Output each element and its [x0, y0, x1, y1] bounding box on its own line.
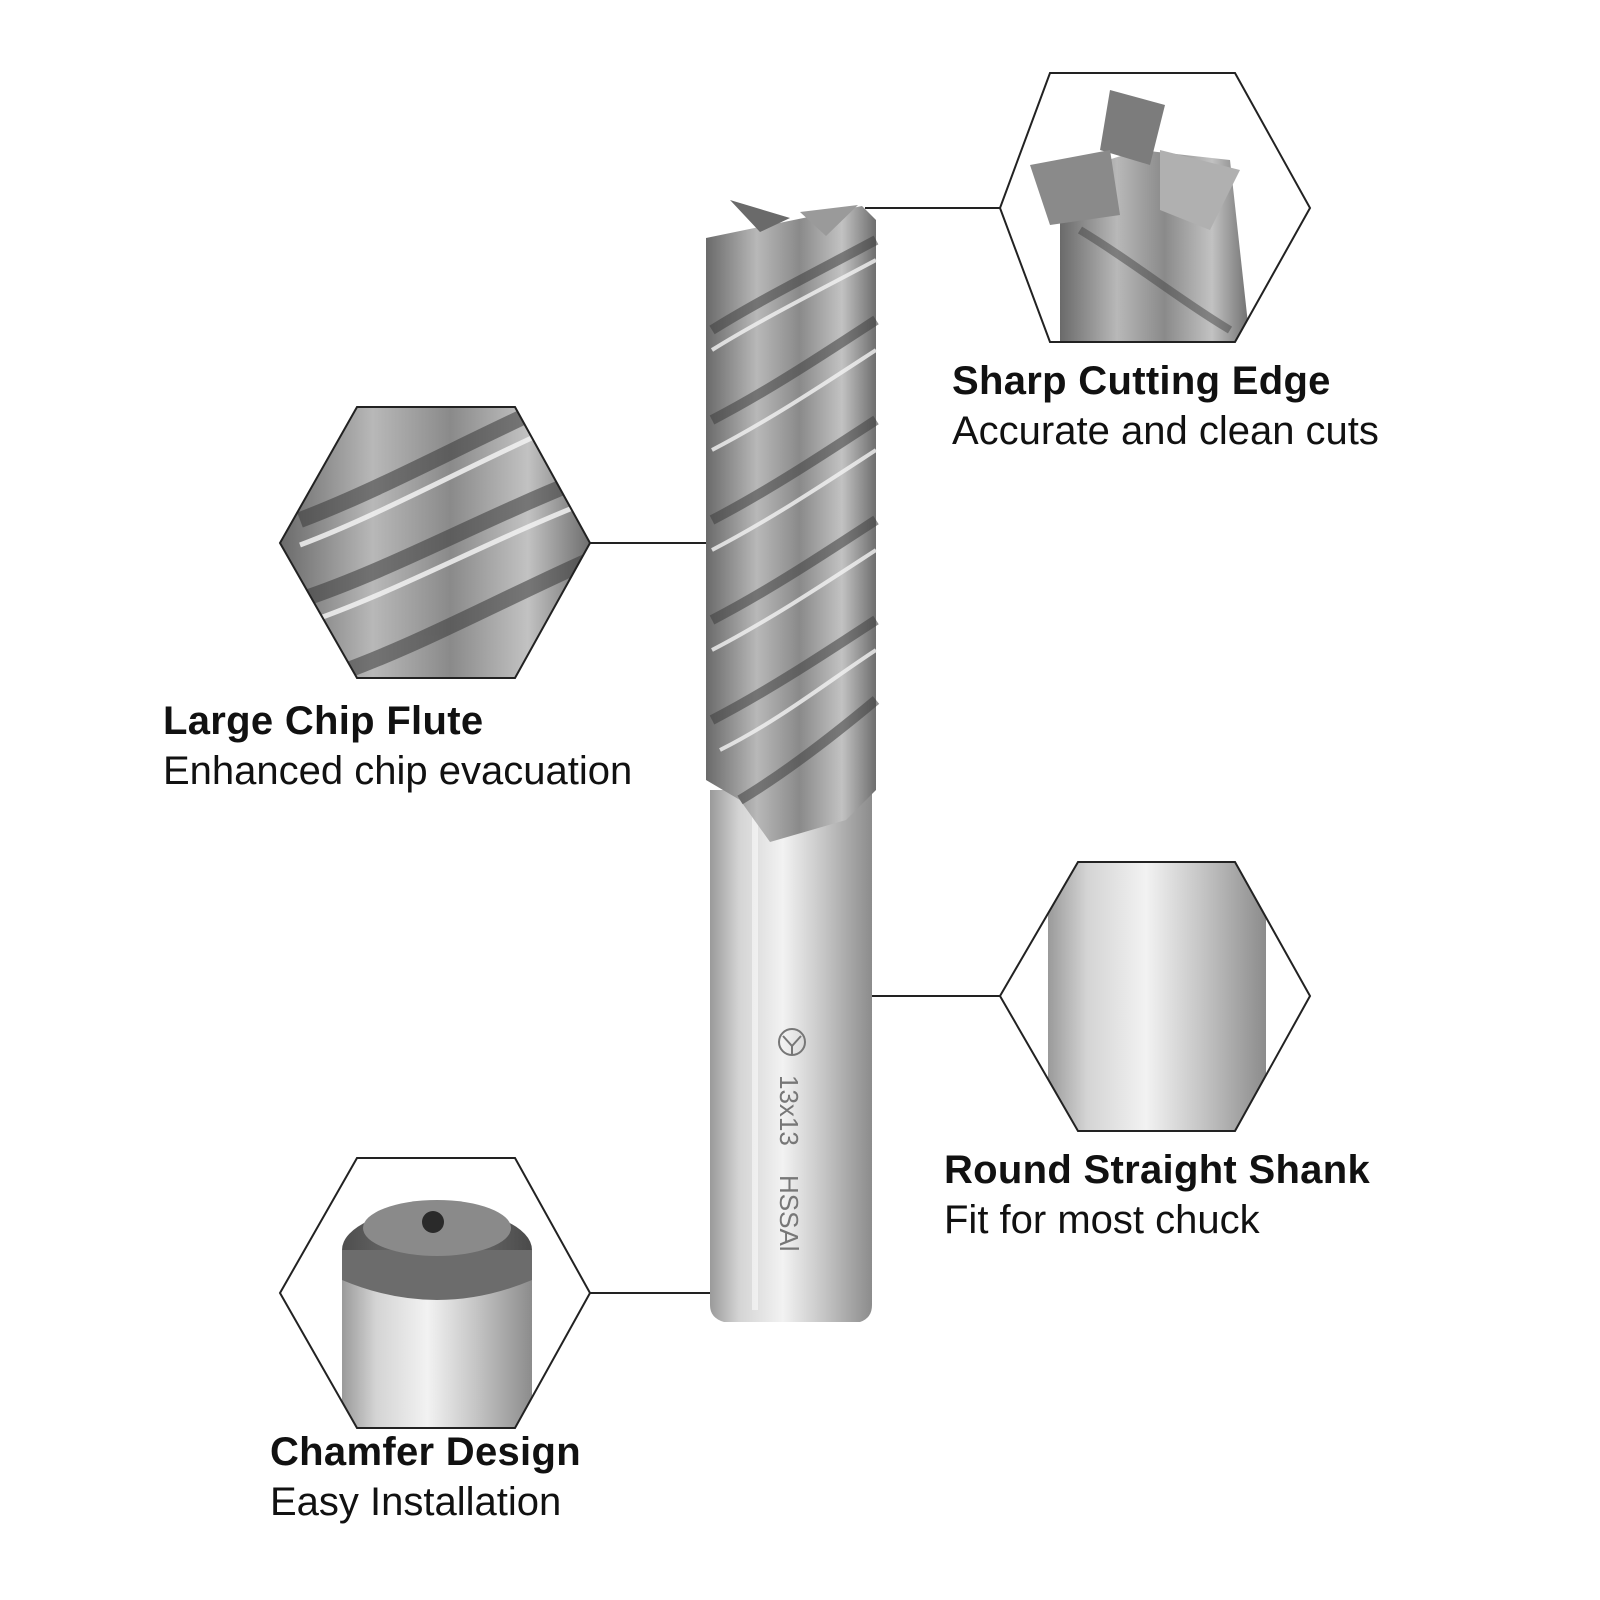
engraving-logo — [778, 1028, 806, 1056]
feature-title: Round Straight Shank — [944, 1148, 1370, 1192]
feature-description: Enhanced chip evacuation — [163, 749, 633, 793]
feature-title: Sharp Cutting Edge — [952, 359, 1331, 403]
callout-chip-flute: Large Chip Flute Enhanced chip evacuatio… — [163, 697, 632, 795]
end-mill-image: 13x13 HSSAl — [706, 200, 880, 1322]
hex-chamfer — [278, 1157, 592, 1429]
connector-lines — [590, 207, 1000, 1294]
feature-description: Fit for most chuck — [944, 1198, 1260, 1242]
end-mill-shank — [710, 790, 872, 1322]
feature-description: Easy Installation — [270, 1480, 562, 1524]
engraving-material: HSSAl — [774, 1175, 804, 1252]
feature-title: Large Chip Flute — [163, 699, 484, 743]
feature-title: Chamfer Design — [270, 1430, 581, 1474]
callout-cutting-edge: Sharp Cutting Edge Accurate and clean cu… — [952, 357, 1379, 455]
end-mill-flutes — [706, 206, 876, 842]
callout-shank: Round Straight Shank Fit for most chuck — [944, 1146, 1370, 1244]
engraving-size: 13x13 — [774, 1075, 804, 1146]
hex-chip-flute — [278, 406, 592, 679]
feature-description: Accurate and clean cuts — [952, 409, 1379, 453]
hex-cutting-edge — [998, 72, 1312, 343]
hex-shank — [998, 861, 1312, 1132]
callout-chamfer: Chamfer Design Easy Installation — [270, 1428, 581, 1526]
